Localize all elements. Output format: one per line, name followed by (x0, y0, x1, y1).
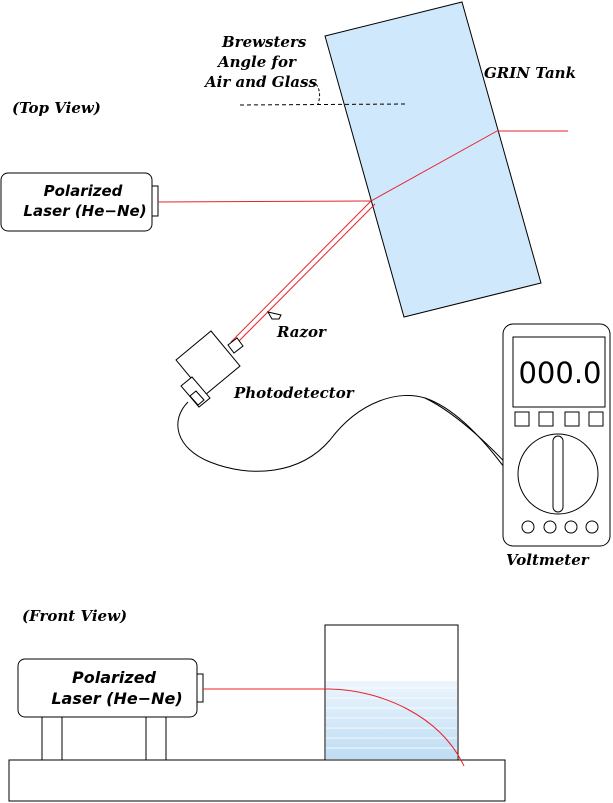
razor-icon (266, 311, 282, 320)
voltmeter-jack-3 (564, 520, 578, 534)
voltmeter: 000.0 (502, 323, 611, 547)
brewster-angle-arc (315, 83, 321, 105)
voltmeter-jack-4 (585, 520, 599, 534)
voltmeter-dial-knob (552, 435, 564, 513)
laser-beams-top (157, 130, 568, 345)
razor-label: Razor (276, 323, 327, 341)
reflected-beam-1 (230, 200, 372, 343)
incident-beam (157, 200, 372, 203)
voltmeter-display (512, 336, 606, 408)
grin-tank-top (324, 1, 542, 318)
laser-top-label-line2: Laser (He−Ne) (23, 202, 146, 220)
laser-front-aperture (196, 673, 204, 703)
laser-front-leg-left (41, 716, 63, 761)
reflected-beam-2 (235, 203, 376, 345)
brewster-label-line3: Air and Glass (203, 73, 317, 91)
laser-front-label-line2: Laser (He−Ne) (51, 689, 182, 708)
voltmeter-jack-2 (543, 520, 557, 534)
top-view-label: (Top View) (12, 99, 101, 117)
voltmeter-button-3 (564, 411, 580, 427)
voltmeter-reading: 000.0 (518, 356, 601, 390)
laser-top-aperture (151, 185, 159, 217)
voltmeter-jack-1 (521, 520, 535, 534)
photodetector-label: Photodetector (233, 384, 355, 402)
photodetector-cable (177, 394, 529, 521)
front-view-label: (Front View) (22, 607, 127, 625)
laser-front-leg-right (145, 716, 167, 761)
laser-top-label-line1: Polarized (44, 182, 123, 200)
brewster-label-line1: Brewsters (221, 33, 307, 51)
photodetector-icon (175, 330, 244, 408)
table-surface (8, 759, 506, 802)
voltmeter-button-2 (538, 411, 554, 427)
voltmeter-button-1 (514, 411, 530, 427)
laser-front-label-line1: Polarized (72, 668, 157, 687)
voltmeter-button-4 (588, 411, 604, 427)
brewster-normal-line (239, 103, 409, 106)
grin-tank-label: GRIN Tank (484, 64, 576, 82)
brewster-label-line2: Angle for (216, 53, 297, 71)
voltmeter-label: Voltmeter (506, 551, 590, 569)
refracted-beam (370, 130, 498, 202)
laser-beam-front (203, 688, 465, 767)
grin-tank-liquid (326, 681, 457, 759)
